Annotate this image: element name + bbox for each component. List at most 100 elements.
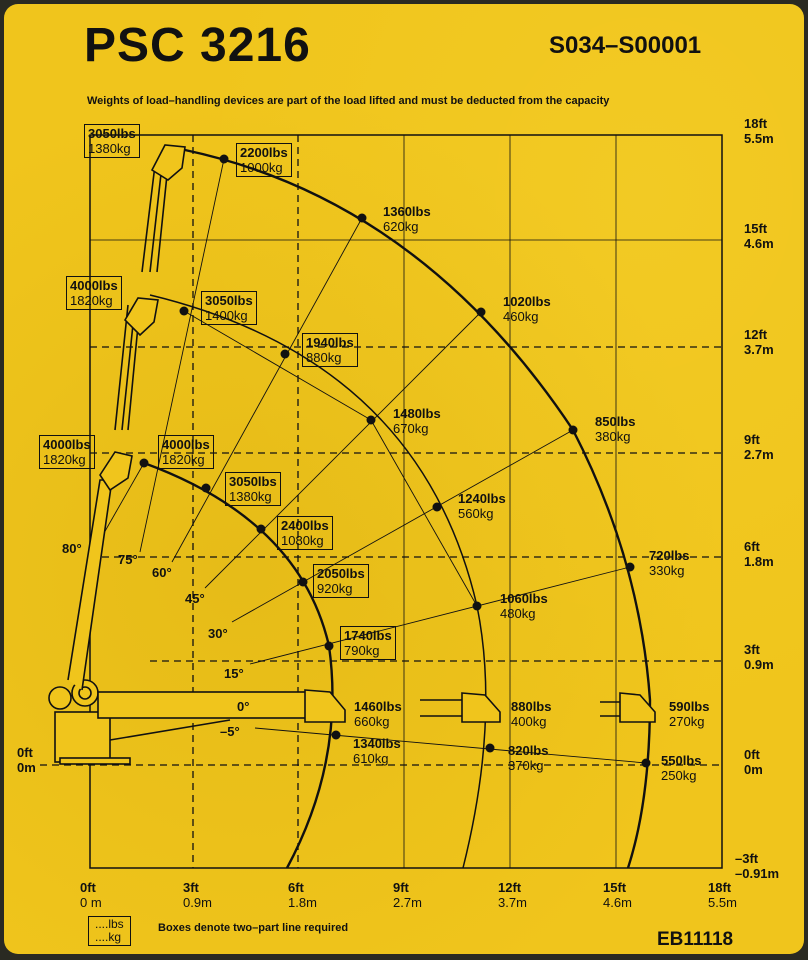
load-kg: 460kg <box>503 309 539 324</box>
serial-range: S034–S00001 <box>549 32 702 59</box>
axis-m: 3.7m <box>498 895 527 910</box>
grid-lines <box>40 135 722 868</box>
load-lbs: 1480lbs <box>393 406 441 421</box>
middle-capacity-arc <box>149 294 487 869</box>
load-point-marker <box>641 758 651 768</box>
load-kg: 370kg <box>508 758 544 773</box>
boom-angle-label: 75° <box>118 552 138 567</box>
axis-m: 0 m <box>80 895 102 910</box>
load-point-marker <box>139 458 149 468</box>
axis-m: 1.8m <box>744 554 774 569</box>
axis-m: 0.9m <box>744 657 774 672</box>
axis-ft: 3ft <box>744 642 760 657</box>
load-lbs: 2200lbs <box>240 145 288 160</box>
load-lbs: 1460lbs <box>354 699 402 714</box>
axis-m: 4.6m <box>744 236 774 251</box>
boom-angle-label: 80° <box>62 541 82 556</box>
axis-ft: –3ft <box>735 851 759 866</box>
model-title: PSC 3216 <box>84 19 311 72</box>
axis-ft: 0ft <box>17 745 33 760</box>
load-lbs: 3050lbs <box>229 474 277 489</box>
axis-ft: 6ft <box>744 539 760 554</box>
warning-subtitle: Weights of load–handling devices are par… <box>87 95 610 107</box>
crane-drawing <box>48 144 656 765</box>
load-lbs: 2050lbs <box>317 566 365 581</box>
load-point-marker <box>476 307 486 317</box>
load-lbs: 850lbs <box>595 414 636 429</box>
load-lbs: 550lbs <box>661 753 702 768</box>
load-lbs: 3050lbs <box>88 126 136 141</box>
load-kg: 330kg <box>649 563 685 578</box>
load-points <box>139 154 651 768</box>
load-lbs: 3050lbs <box>205 293 253 308</box>
load-point-marker <box>568 425 578 435</box>
axis-m: 2.7m <box>393 895 422 910</box>
load-point-marker <box>432 502 442 512</box>
load-kg: 1080kg <box>281 533 324 548</box>
load-lbs: 1940lbs <box>306 335 354 350</box>
axis-ft: 9ft <box>744 432 760 447</box>
boom-angle-label: 60° <box>152 565 172 580</box>
axis-ft: 18ft <box>744 116 768 131</box>
boom-angle-label: 45° <box>185 591 205 606</box>
axis-m: –0.91m <box>735 866 780 881</box>
load-kg: 670kg <box>393 421 429 436</box>
axis-ft: 15ft <box>744 221 768 236</box>
load-point-marker <box>179 306 189 316</box>
axis-m: 3.7m <box>744 342 774 357</box>
axis-ft: 15ft <box>603 880 627 895</box>
load-kg: 400kg <box>511 714 547 729</box>
load-point-marker <box>298 577 308 587</box>
load-kg: 560kg <box>458 506 494 521</box>
load-kg: 660kg <box>354 714 390 729</box>
load-lbs: 4000lbs <box>70 278 118 293</box>
load-point-marker <box>331 730 341 740</box>
load-point-marker <box>201 483 211 493</box>
load-kg: 480kg <box>500 606 536 621</box>
axis-ft: 0ft <box>744 747 760 762</box>
load-lbs: 1020lbs <box>503 294 551 309</box>
load-point-marker <box>366 415 376 425</box>
axis-ft: 6ft <box>288 880 304 895</box>
load-kg: 620kg <box>383 219 419 234</box>
axis-ft: 9ft <box>393 880 409 895</box>
load-lbs: 1740lbs <box>344 628 392 643</box>
load-point-marker <box>324 641 334 651</box>
load-lbs: 880lbs <box>511 699 552 714</box>
axis-ft: 3ft <box>183 880 199 895</box>
boom-angle-label: 0° <box>237 699 250 714</box>
legend-kg: ....kg <box>95 930 122 944</box>
axis-m: 5.5m <box>744 131 774 146</box>
load-point-marker <box>472 601 482 611</box>
load-lbs: 4000lbs <box>162 437 210 452</box>
axis-m: 2.7m <box>744 447 774 462</box>
load-lbs: 1360lbs <box>383 204 431 219</box>
solid-grid-lines <box>403 135 617 868</box>
load-kg: 1000kg <box>240 160 283 175</box>
